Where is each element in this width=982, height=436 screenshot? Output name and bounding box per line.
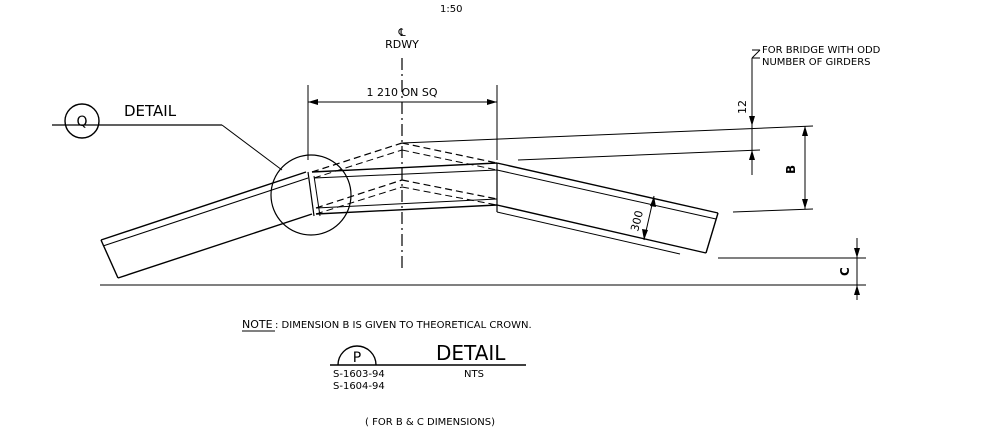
detail-p-ref1: S-1603-94 <box>333 369 385 380</box>
crown-dashed-bottom-right <box>401 179 498 200</box>
crown-dashed-bottom-left <box>315 179 403 209</box>
scale-label: 1:50 <box>440 4 462 15</box>
right-girder-top-outer <box>496 162 719 214</box>
detail-q-letter: Q <box>76 114 87 130</box>
left-girder-top-inner <box>102 177 309 247</box>
middle-girder-bottom-inner <box>315 198 498 209</box>
footer-caption: ( FOR B & C DIMENSIONS) <box>365 417 495 428</box>
centerline-symbol: ℄ <box>397 26 405 39</box>
detail-p-letter: P <box>353 350 361 366</box>
left-girder-top-outer <box>100 171 307 241</box>
dim-arrow-left <box>308 99 318 105</box>
note-line2: NUMBER OF GIRDERS <box>762 57 871 68</box>
right-girder-bottom-outer <box>496 204 707 254</box>
detail-q-leader <box>221 124 283 171</box>
dim-arrow-right <box>487 99 497 105</box>
centerline-label: RDWY <box>385 38 419 51</box>
crown-dashed-bottom-left-inner <box>315 186 403 215</box>
note-leader-corner <box>751 49 761 59</box>
dim-b-label: B <box>784 165 798 174</box>
main-note-text: : DIMENSION B IS GIVEN TO THEORETICAL CR… <box>275 320 532 331</box>
dim-b-arrow-top <box>802 126 808 136</box>
b-ref-top <box>401 125 814 144</box>
top-dimension-label: 1 210 ON SQ <box>366 86 437 99</box>
dim-c-arrow-bottom <box>854 285 860 295</box>
right-girder-bottom-inner <box>496 211 681 255</box>
dim-c-label: C <box>838 267 852 276</box>
dim-300-label: 300 <box>628 209 646 233</box>
left-web-edge-inner <box>313 175 321 217</box>
detail-p-bubble <box>337 345 377 366</box>
dim-12-arrow-top <box>749 116 755 126</box>
detail-q-label: DETAIL <box>124 102 177 120</box>
dim-12-arrow-bottom <box>749 150 755 160</box>
b-ref-bottom <box>732 208 814 213</box>
dim-b-arrow-bottom <box>802 199 808 209</box>
right-girder-end <box>705 212 719 254</box>
detail-p-label: DETAIL <box>436 341 506 365</box>
detail-q-circle <box>270 154 352 236</box>
crown-dashed-top-left-inner <box>313 149 403 179</box>
detail-q-bubble <box>64 103 100 139</box>
middle-girder-top-inner <box>313 169 498 179</box>
crown-dashed-top-right-inner <box>401 149 498 171</box>
dim-300-arrow-top <box>650 196 656 207</box>
right-girder-top-inner <box>496 169 717 220</box>
crown-dashed-top-left <box>311 142 403 173</box>
left-girder-end <box>100 239 119 279</box>
detail-p-ref2: S-1604-94 <box>333 381 385 392</box>
dim-c-arrow-top <box>854 248 860 258</box>
dim-300-arrow-bottom <box>642 229 648 240</box>
middle-girder-top <box>311 162 498 173</box>
note-line1: FOR BRIDGE WITH ODD <box>762 45 881 56</box>
crown-dashed-bottom-right-inner <box>401 186 498 206</box>
detail-p-nts: NTS <box>464 369 484 380</box>
middle-girder-bottom <box>315 204 498 215</box>
main-note-prefix: NOTE <box>242 318 273 331</box>
dim-12-label: 12 <box>736 100 749 114</box>
crown-dashed-top-right <box>401 142 498 164</box>
left-girder-bottom-outer <box>117 213 313 279</box>
left-web-edge <box>307 171 315 217</box>
b-ref-12 <box>517 149 761 161</box>
